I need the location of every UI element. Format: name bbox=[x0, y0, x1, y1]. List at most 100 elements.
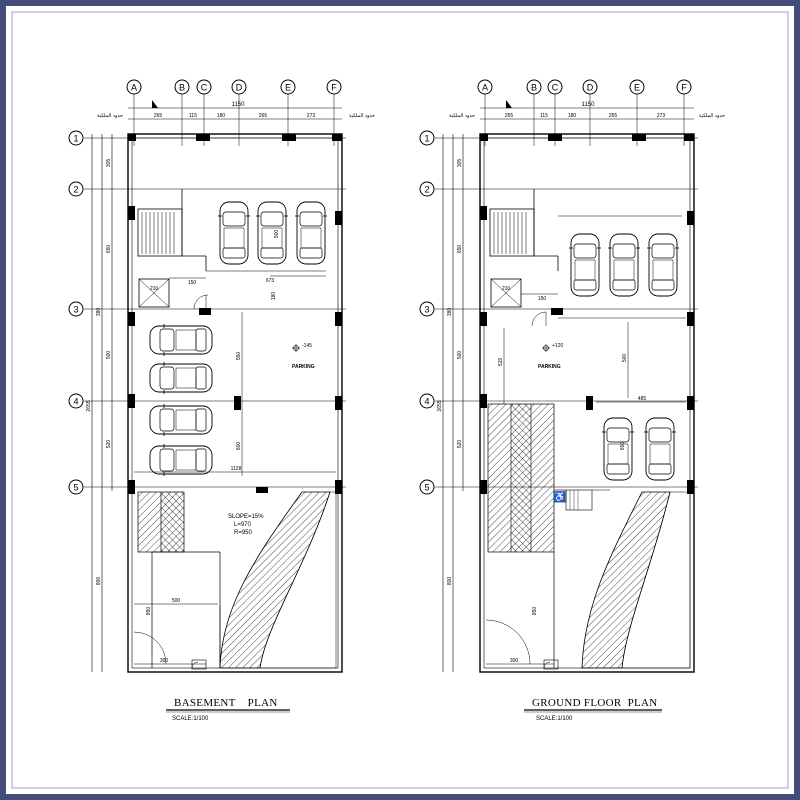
ground-title: GROUND FLOOR PLAN bbox=[532, 697, 658, 709]
grid-row-3: 3 bbox=[73, 305, 78, 315]
boundary-label-left: حدود الملكية bbox=[97, 113, 123, 119]
svg-text:♿: ♿ bbox=[554, 490, 566, 503]
entry-steps bbox=[565, 489, 593, 511]
car-bay-dim: 500 bbox=[274, 230, 280, 239]
gf-room-depth-dim: 850 bbox=[532, 607, 538, 616]
gf-left-dim-3: 380 bbox=[447, 308, 453, 317]
boundary-label-right: حدود الملكية bbox=[349, 113, 375, 119]
basement-plan: A B C D E F 1150 265 115 180 265 273 حدو… bbox=[68, 79, 375, 722]
gf-aisle-dim-b: 500 bbox=[622, 354, 628, 363]
grid-col-b: B bbox=[179, 83, 185, 93]
basement-parking-label: PARKING bbox=[292, 364, 315, 370]
gf-north-arrow-icon bbox=[506, 100, 512, 108]
left-dim-1: 305 bbox=[106, 159, 112, 168]
ground-stair bbox=[489, 208, 535, 257]
gf-overall-width-dim: 1150 bbox=[582, 102, 596, 108]
ramp-radius: R=950 bbox=[234, 530, 253, 536]
ground-scale: SCALE:1/100 bbox=[536, 716, 573, 722]
left-dim-2: 650 bbox=[106, 245, 112, 254]
ground-grid-columns: A B C D E F bbox=[477, 79, 692, 95]
gf-left-dim-total: 2655 bbox=[437, 400, 443, 411]
north-arrow-icon bbox=[152, 100, 158, 108]
left-dim-3: 380 bbox=[96, 308, 102, 317]
elevator-dim: 210 bbox=[150, 286, 159, 292]
top-dim-4: 265 bbox=[259, 113, 268, 119]
grid-col-d: D bbox=[236, 83, 243, 93]
wheelchair-icon: ♿ bbox=[553, 489, 567, 503]
ground-cars-top bbox=[568, 233, 680, 297]
gf-bay-depth-dim: 650 bbox=[620, 442, 626, 451]
gf-left-dim-4: 500 bbox=[457, 351, 463, 360]
left-dim-total: 2655 bbox=[86, 400, 92, 411]
left-dim-4: 500 bbox=[106, 351, 112, 360]
gf-aisle-dim-a: 515 bbox=[498, 358, 504, 367]
ground-floor-plan: A B C D E F 1150 265 115 180 265 273 حدو… bbox=[419, 79, 725, 722]
gate-dim: 300 bbox=[160, 658, 169, 664]
basement-level: -145 bbox=[302, 343, 312, 349]
basement-cars-top bbox=[217, 201, 328, 265]
drawing-sheet: A B C D E F 1150 265 115 180 265 273 حدو… bbox=[6, 6, 794, 794]
gf-door-swing-icon bbox=[531, 311, 547, 327]
gf-grid-col-e: E bbox=[634, 83, 640, 93]
cad-sheet: A B C D E F 1150 265 115 180 265 273 حدو… bbox=[11, 11, 789, 789]
basement-grid-rows: 1 2 3 4 5 bbox=[68, 130, 84, 495]
top-dim-3: 180 bbox=[217, 113, 226, 119]
gf-grid-row-3: 3 bbox=[424, 305, 429, 315]
grid-col-f: F bbox=[331, 83, 337, 93]
aisle-dim-a: 180 bbox=[271, 292, 277, 301]
grid-col-c: C bbox=[201, 83, 208, 93]
basement-cars-left bbox=[149, 323, 213, 477]
ground-parking-label: PARKING bbox=[538, 364, 561, 370]
top-dim-5: 273 bbox=[307, 113, 316, 119]
gf-boundary-label-left: حدود الملكية bbox=[449, 113, 475, 119]
gf-grid-row-4: 4 bbox=[424, 397, 429, 407]
gf-left-dim-2: 650 bbox=[457, 245, 463, 254]
grid-row-5: 5 bbox=[73, 483, 78, 493]
room-width-dim: 500 bbox=[172, 598, 181, 604]
gf-left-dim-6: 800 bbox=[447, 577, 453, 586]
ramp-length: L=970 bbox=[234, 522, 252, 528]
top-dim-1: 265 bbox=[154, 113, 163, 119]
gf-grid-row-5: 5 bbox=[424, 483, 429, 493]
gf-top-dim-3: 180 bbox=[568, 113, 577, 119]
ground-level-marker-icon bbox=[542, 344, 550, 352]
ground-level: +120 bbox=[552, 343, 563, 349]
basement-stair bbox=[137, 208, 183, 257]
gf-gate-dim: 300 bbox=[510, 658, 519, 664]
interior-width-dim: 1128 bbox=[231, 466, 242, 472]
grid-row-1: 1 bbox=[73, 134, 78, 144]
gf-grid-row-1: 1 bbox=[424, 134, 429, 144]
room-depth-dim: 850 bbox=[146, 607, 152, 616]
overall-width-dim: 1150 bbox=[232, 102, 246, 108]
gf-top-dim-2: 115 bbox=[540, 113, 548, 119]
bay-width-dim: 673 bbox=[266, 278, 275, 284]
gf-top-dim-4: 265 bbox=[609, 113, 618, 119]
top-dim-2: 115 bbox=[189, 113, 197, 119]
gf-grid-col-b: B bbox=[531, 83, 537, 93]
ground-elevator bbox=[490, 278, 522, 308]
inner-border bbox=[11, 11, 789, 789]
gf-grid-row-2: 2 bbox=[424, 185, 429, 195]
aisle-dim-b: 550 bbox=[236, 352, 242, 361]
basement-elevator bbox=[138, 278, 170, 308]
gf-left-dim-1: 305 bbox=[457, 159, 463, 168]
ground-cars-right bbox=[601, 417, 677, 481]
gf-boundary-label-right: حدود الملكية bbox=[699, 113, 725, 119]
level-marker-icon bbox=[292, 344, 300, 352]
gf-gate-swing-icon bbox=[485, 619, 531, 665]
lobby-dim: 150 bbox=[188, 280, 197, 286]
aisle-dim-c: 600 bbox=[236, 442, 242, 451]
gf-top-dim-1: 265 bbox=[505, 113, 514, 119]
ramp-slope: SLOPE=15% bbox=[228, 514, 264, 520]
gf-elevator-dim: 210 bbox=[502, 286, 511, 292]
gate-swing-icon bbox=[133, 631, 167, 665]
gf-bay-width-dim: 485 bbox=[638, 396, 647, 402]
grid-col-e: E bbox=[285, 83, 291, 93]
basement-grid-columns: A B C D E F bbox=[126, 79, 342, 95]
left-dim-6: 800 bbox=[96, 577, 102, 586]
left-dim-5: 520 bbox=[106, 440, 112, 449]
gf-left-dim-5: 520 bbox=[457, 440, 463, 449]
basement-title: BASEMENT PLAN bbox=[174, 697, 278, 709]
grid-row-4: 4 bbox=[73, 397, 78, 407]
gf-grid-col-a: A bbox=[482, 83, 488, 93]
